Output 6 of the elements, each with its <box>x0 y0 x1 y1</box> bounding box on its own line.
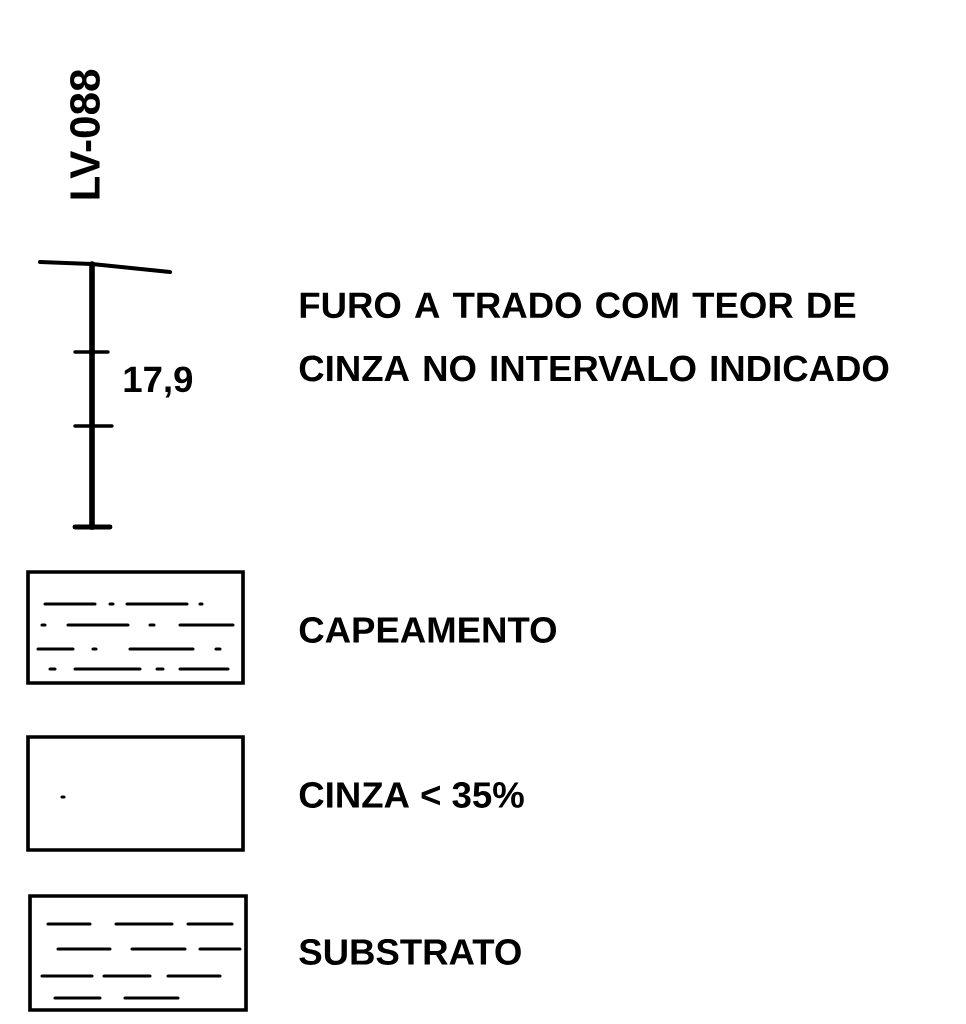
borehole-id: LV-088 <box>70 69 100 199</box>
legend-text: CAPEAMENTO <box>299 617 556 643</box>
legend-text: FURO A TRADO COM TEOR DE CINZA NO INTERVALO INDICADO <box>299 292 889 382</box>
legend-text: SUBSTRATO <box>299 939 521 965</box>
ash-content-value: 17,9 <box>124 366 193 398</box>
legend-text: CINZA < 35% <box>299 782 524 808</box>
